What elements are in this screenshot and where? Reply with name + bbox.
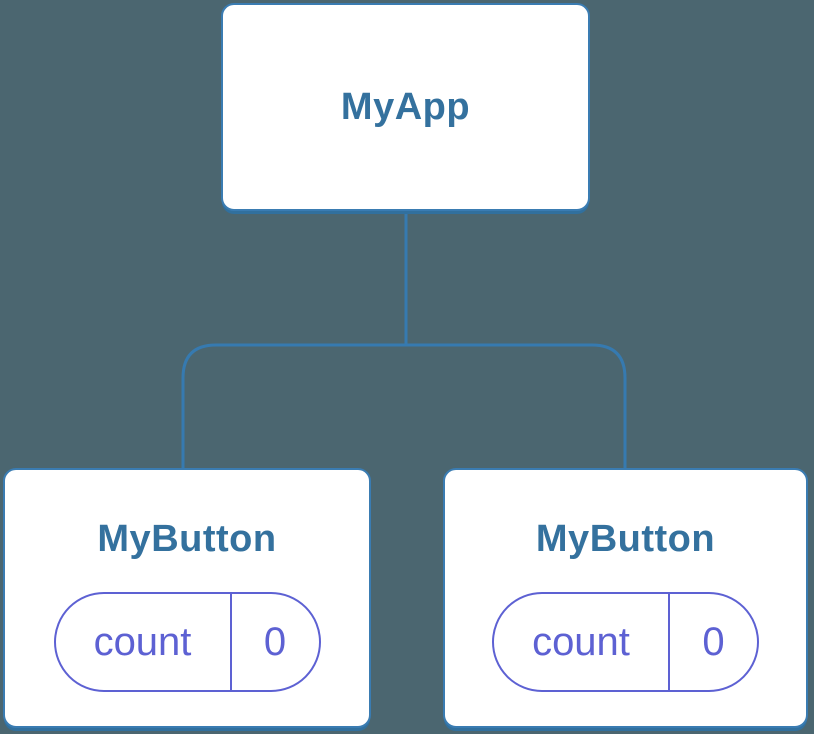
node-mybutton-left: MyButton count 0 <box>3 468 371 728</box>
state-value: 0 <box>263 619 287 664</box>
state-pill: count 0 <box>492 592 759 692</box>
node-myapp: MyApp <box>221 3 590 211</box>
state-value: 0 <box>702 619 725 664</box>
state-label: count <box>494 594 670 690</box>
state-pill: count 0 <box>53 592 321 692</box>
connector-bracket <box>181 343 627 470</box>
state-label: count <box>56 594 232 690</box>
node-mybutton-left-title: MyButton <box>97 518 277 560</box>
node-mybutton-right: MyButton count 0 <box>443 468 808 728</box>
node-myapp-title: MyApp <box>340 86 471 128</box>
node-mybutton-right-title: MyButton <box>535 518 716 560</box>
